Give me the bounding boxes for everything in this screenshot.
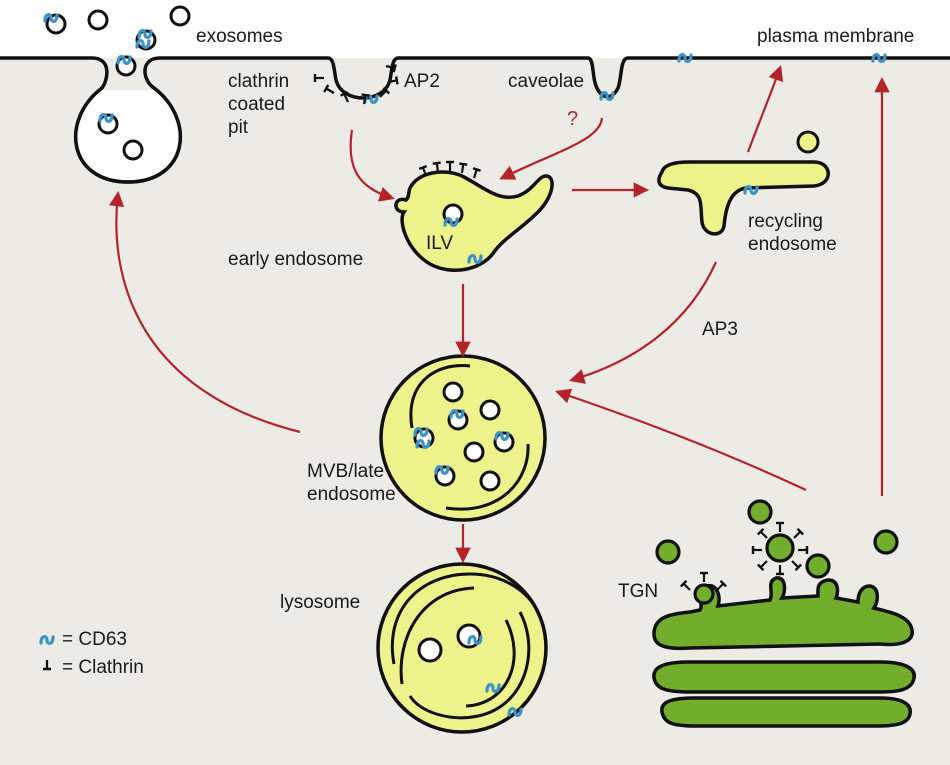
arrow-recycling-to-membrane [746,65,784,153]
arrow-mvb-to-exosomes [108,190,301,434]
mvb-late-endosome [379,354,547,522]
label-ap3: AP3 [702,319,738,340]
recycling-vesicle [796,130,820,154]
arrow-tgn-to-mvb [555,388,807,491]
arrow-caveolae-to-early [499,117,604,180]
label-caveolae: caveolae [508,71,585,92]
label-recycling-endosome: recycling endosome [748,210,868,256]
label-endosome-line: endosome [748,234,837,255]
label-mvb-line: MVB/late [307,461,385,482]
label-early-endosome: early endosome [228,249,364,270]
label-mvb-late-endosome: MVB/late endosome [307,460,417,506]
label-clathrin-coated-pit: clathrin coated pit [228,70,318,139]
legend-cd63-label: = CD63 [62,629,127,650]
label-pit-line: pit [228,117,249,138]
label-coated-line: coated [228,94,286,115]
legend-clathrin-label: = Clathrin [62,657,144,678]
label-question-mark: ? [567,108,579,130]
early-endosome [394,170,554,272]
legend-clathrin-icon [43,660,51,671]
pathway-arrows [108,65,890,564]
label-ap2: AP2 [404,71,440,92]
label-ilv: ILV [426,233,454,254]
label-late-endosome-line: endosome [307,484,396,505]
lysosome [376,562,548,734]
arrow-recycling-to-mvb [569,261,718,384]
label-lysosome: lysosome [280,592,361,613]
label-recycling-line: recycling [748,211,823,232]
label-clathrin-line: clathrin [228,71,290,92]
golgi-vesicles [655,499,899,605]
recycling-endosome [657,160,830,236]
label-tgn: TGN [618,581,659,602]
arrow-pit-to-early [349,129,395,202]
label-plasma-membrane: plasma membrane [757,26,915,47]
label-exosomes: exosomes [196,26,283,47]
